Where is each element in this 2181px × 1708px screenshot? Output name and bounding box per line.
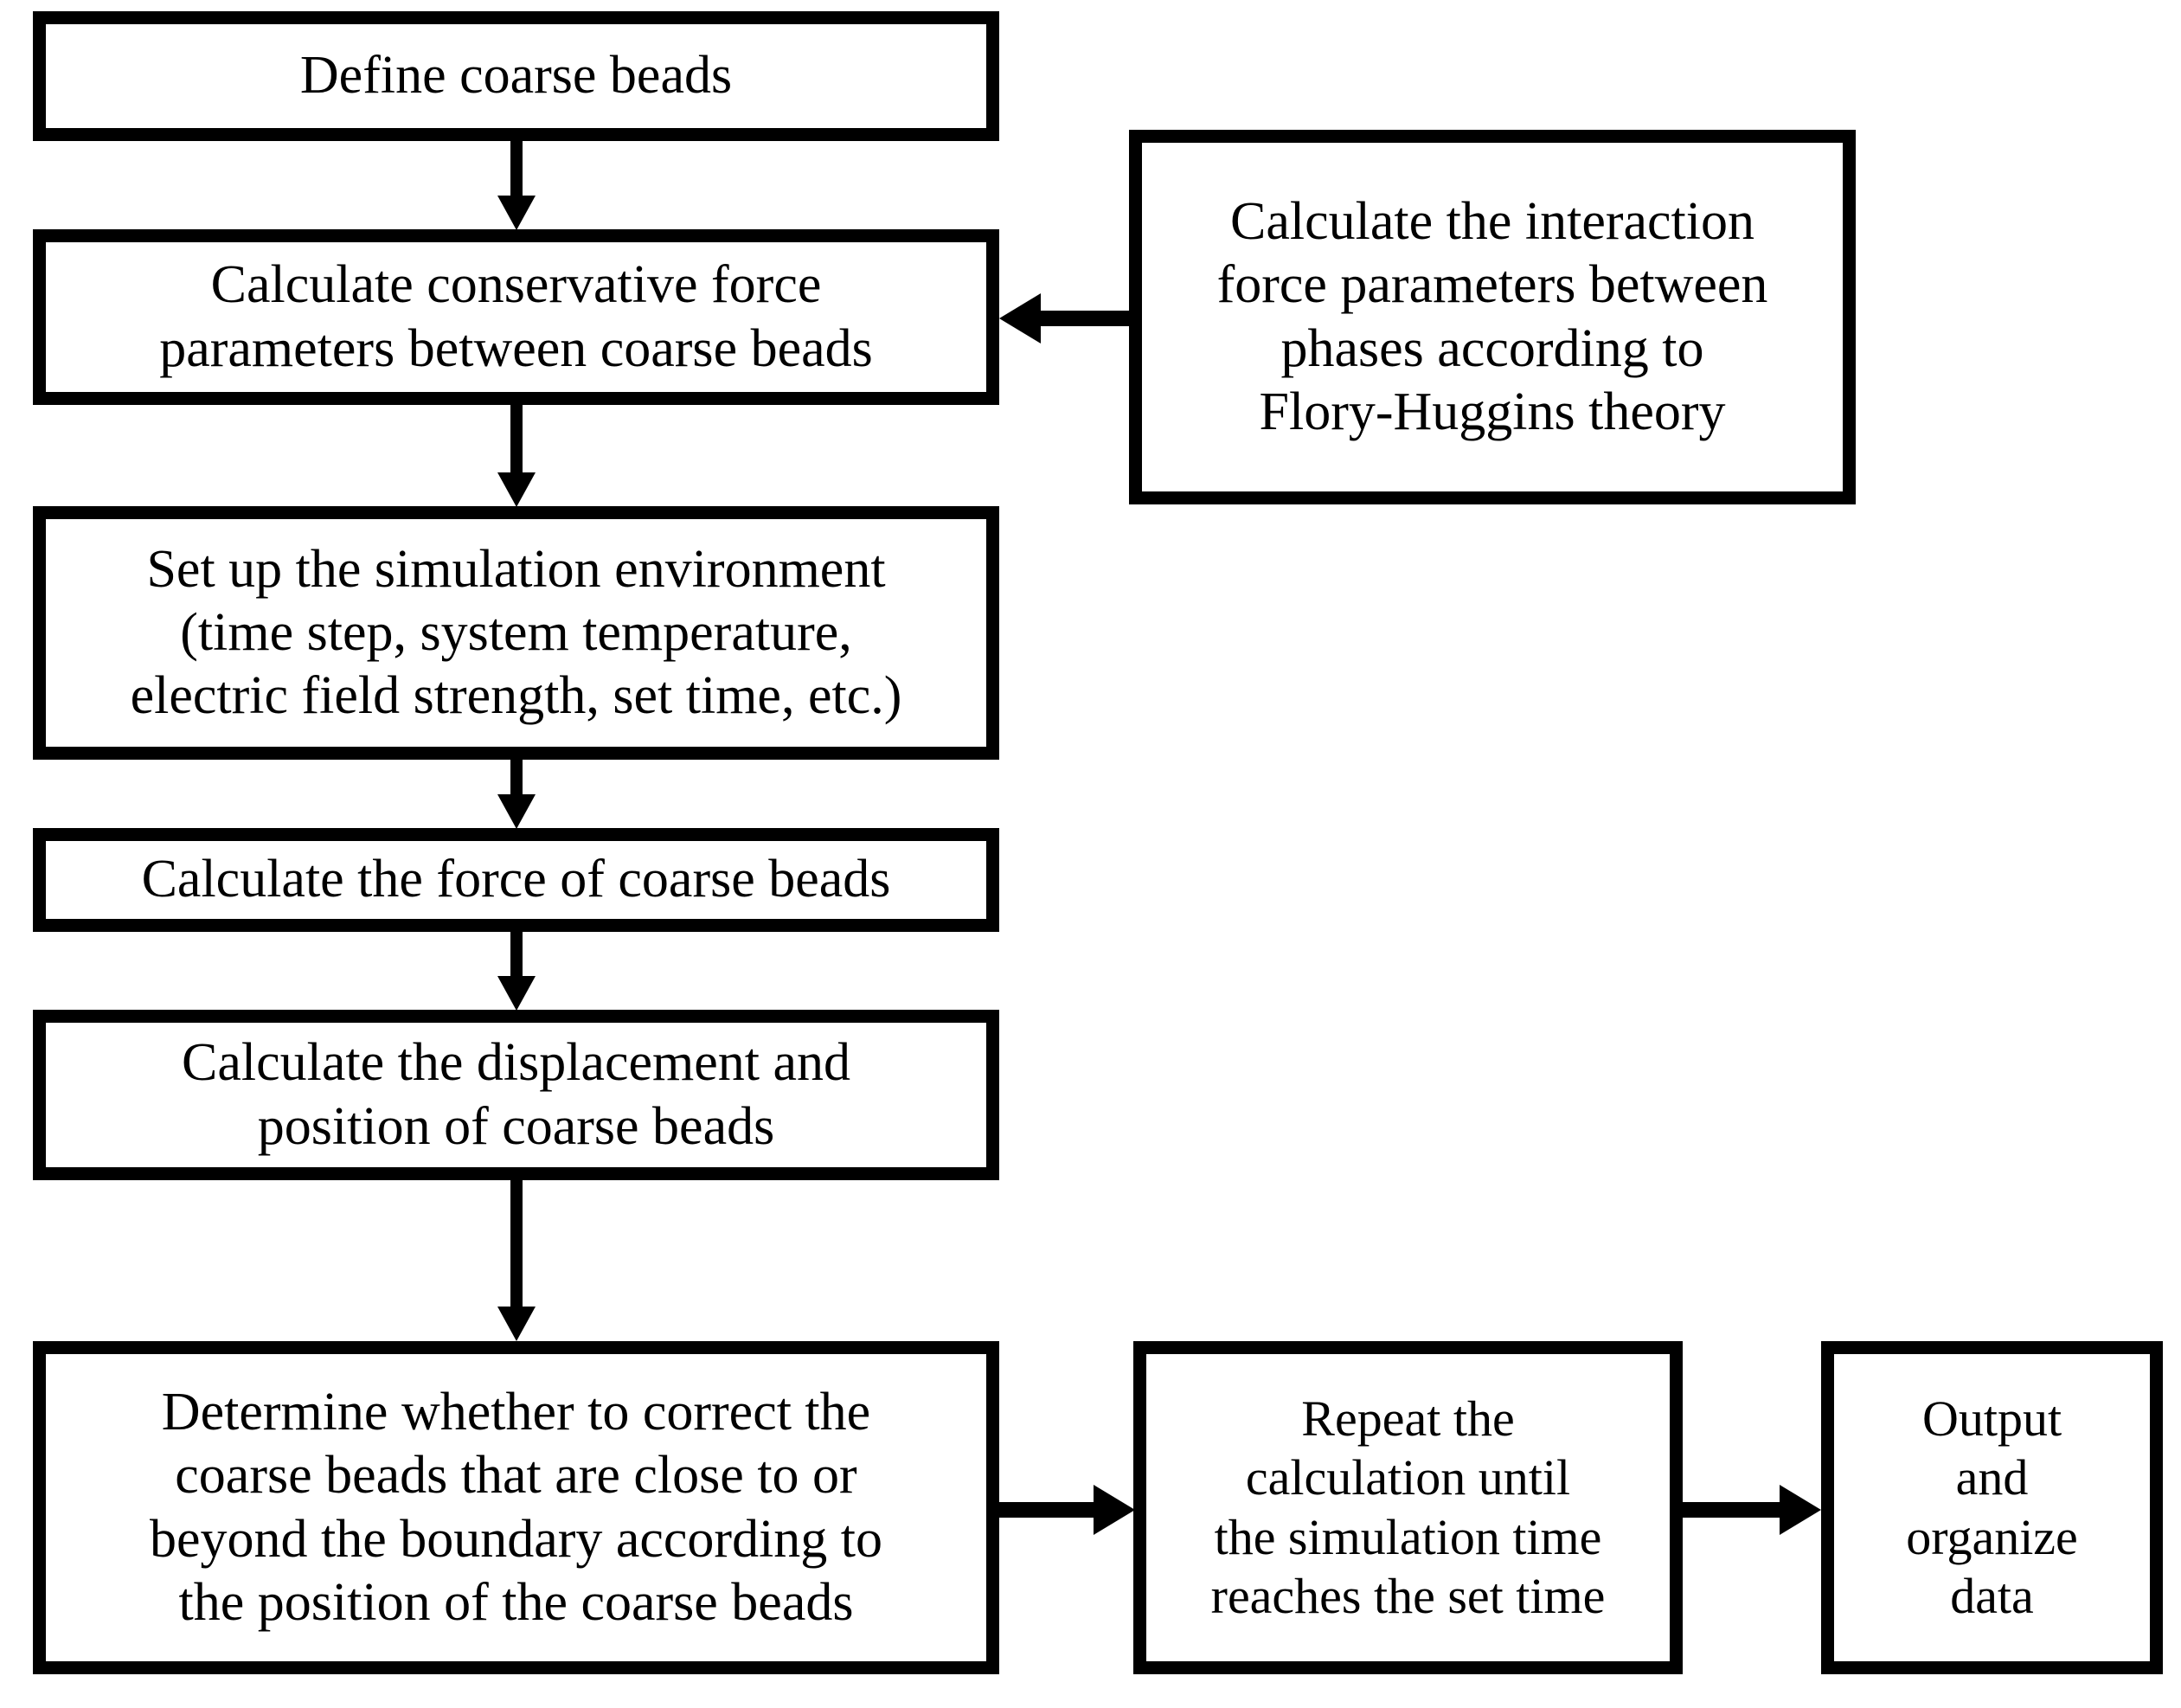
arrow-repeat-to-output-stem [1683, 1502, 1785, 1518]
arrow-force-to-displacement-stem [510, 932, 523, 980]
node-label: Output and organize data [1906, 1390, 2078, 1624]
node-determine-boundary-correction: Determine whether to correct the coarse … [33, 1341, 999, 1674]
arrow-displacement-to-determine-stem [510, 1180, 523, 1310]
arrow-conservative-to-setup-head [497, 472, 536, 507]
node-define-coarse-beads: Define coarse beads [33, 11, 999, 141]
node-label: Determine whether to correct the coarse … [149, 1383, 883, 1632]
node-label: Calculate the force of coarse beads [141, 850, 891, 909]
arrow-interaction-to-conservative-stem [1041, 311, 1136, 326]
arrow-determine-to-repeat-stem [999, 1502, 1099, 1518]
node-label: Calculate conservative force parameters … [159, 255, 873, 378]
node-calculate-displacement-position: Calculate the displacement and position … [33, 1010, 999, 1180]
node-calculate-force-of-coarse-beads: Calculate the force of coarse beads [33, 828, 999, 932]
node-output-and-organize-data: Output and organize data [1821, 1341, 2163, 1674]
arrow-setup-to-force-stem [510, 760, 523, 799]
arrow-setup-to-force-head [497, 794, 536, 829]
arrow-force-to-displacement-head [497, 976, 536, 1011]
node-label: Set up the simulation environment (time … [130, 539, 902, 726]
arrow-determine-to-repeat-head [1094, 1485, 1135, 1535]
arrow-repeat-to-output-head [1780, 1485, 1821, 1535]
node-set-up-simulation-environment: Set up the simulation environment (time … [33, 506, 999, 760]
node-label: Repeat the calculation until the simulat… [1210, 1390, 1606, 1624]
arrow-define-to-conservative-stem [510, 141, 523, 199]
arrow-displacement-to-determine-head [497, 1307, 536, 1341]
node-label: Calculate the interaction force paramete… [1216, 192, 1768, 441]
node-repeat-calculation-until-set-time: Repeat the calculation until the simulat… [1133, 1341, 1683, 1674]
arrow-interaction-to-conservative-head [999, 293, 1041, 344]
node-calculate-conservative-force: Calculate conservative force parameters … [33, 229, 999, 405]
arrow-define-to-conservative-head [497, 196, 536, 230]
node-label: Calculate the displacement and position … [182, 1033, 850, 1156]
node-label: Define coarse beads [299, 46, 733, 106]
node-calculate-interaction-force-flory-huggins: Calculate the interaction force paramete… [1129, 130, 1856, 504]
arrow-conservative-to-setup-stem [510, 405, 523, 476]
